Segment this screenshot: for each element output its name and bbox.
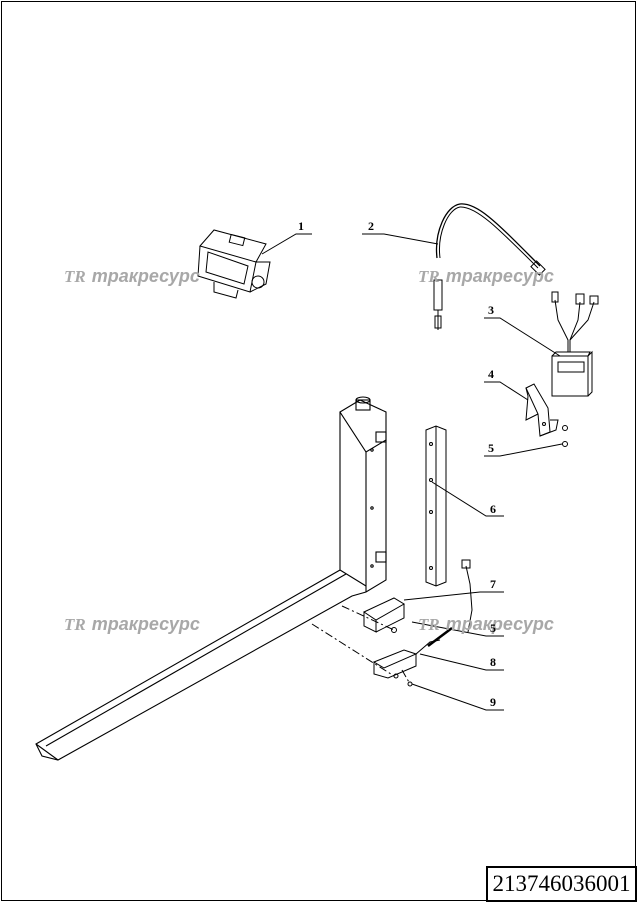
watermark-1: TR тракресурс [64, 266, 200, 287]
callout-5b: 5 [490, 621, 496, 635]
watermark-3: TR тракресурс [64, 614, 200, 635]
power-box-part [551, 291, 599, 397]
monitor-part [197, 229, 271, 299]
callout-7: 7 [490, 577, 496, 591]
leader-lines [261, 233, 563, 711]
callout-9: 9 [490, 695, 496, 709]
watermark-logo-4: TR [418, 615, 440, 634]
watermark-logo-2: TR [418, 267, 440, 286]
watermark-4: TR тракресурс [418, 614, 554, 635]
callout-6: 6 [490, 502, 496, 516]
cable-part [433, 203, 546, 330]
assembly-lines [311, 605, 411, 685]
bracket-part [525, 383, 568, 447]
watermark-logo-3: TR [64, 615, 86, 634]
upper-bracket-part [362, 559, 473, 633]
callout-1: 1 [298, 219, 304, 233]
fork-part [35, 396, 387, 761]
watermark-logo-1: TR [64, 267, 86, 286]
callout-5a: 5 [488, 441, 494, 455]
lower-bracket-part [372, 627, 453, 687]
watermark-text-2: тракресурс [445, 266, 554, 286]
watermark-text-4: тракресурс [445, 614, 554, 634]
callout-4: 4 [488, 367, 494, 381]
watermark-text-3: тракресурс [91, 614, 200, 634]
profile-part [425, 425, 447, 587]
watermark-2: TR тракресурс [418, 266, 554, 287]
callout-8: 8 [490, 655, 496, 669]
callout-2: 2 [368, 219, 374, 233]
drawing-code-stamp: 213746036001 [486, 866, 637, 902]
watermark-text-1: тракресурс [91, 266, 200, 286]
callout-3: 3 [488, 303, 494, 317]
